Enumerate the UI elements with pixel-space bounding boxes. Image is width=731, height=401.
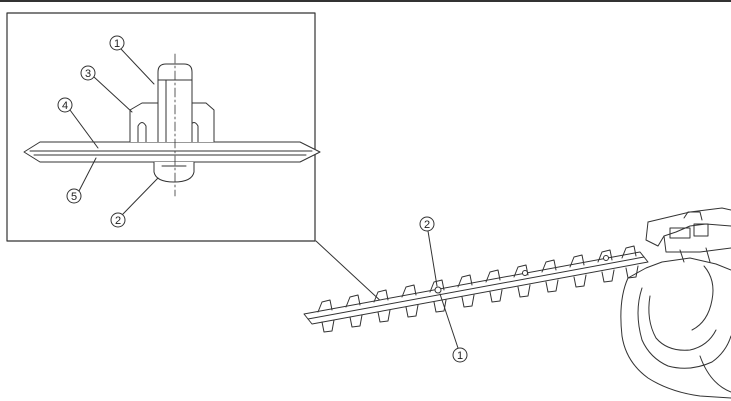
detail-callout-1 — [109, 35, 155, 85]
inset-leader-line — [315, 240, 386, 306]
detail-callout-2-label: 2 — [115, 215, 121, 227]
main-callout-2 — [419, 216, 438, 287]
main-callout-1 — [439, 293, 468, 363]
main-callout-2-label: 2 — [424, 219, 430, 231]
detail-callout-1-label: 1 — [114, 38, 120, 50]
detail-inset-frame — [6, 12, 316, 242]
detail-callout-2 — [110, 177, 159, 228]
nut — [153, 161, 195, 183]
detail-callout-4 — [57, 97, 99, 149]
detail-callout-5-label: 5 — [71, 191, 77, 203]
detail-callout-3 — [80, 65, 133, 113]
main-callout-1-label: 1 — [457, 350, 463, 362]
trimmer-blade-bar — [303, 245, 649, 333]
blade-cross-section — [23, 141, 321, 163]
top-border-line — [0, 0, 731, 2]
trimmer-body — [620, 207, 731, 399]
detail-callout-4-label: 4 — [62, 100, 68, 112]
detail-callout-5 — [66, 157, 97, 204]
detail-callout-3-label: 3 — [85, 68, 91, 80]
bolt — [157, 63, 193, 143]
